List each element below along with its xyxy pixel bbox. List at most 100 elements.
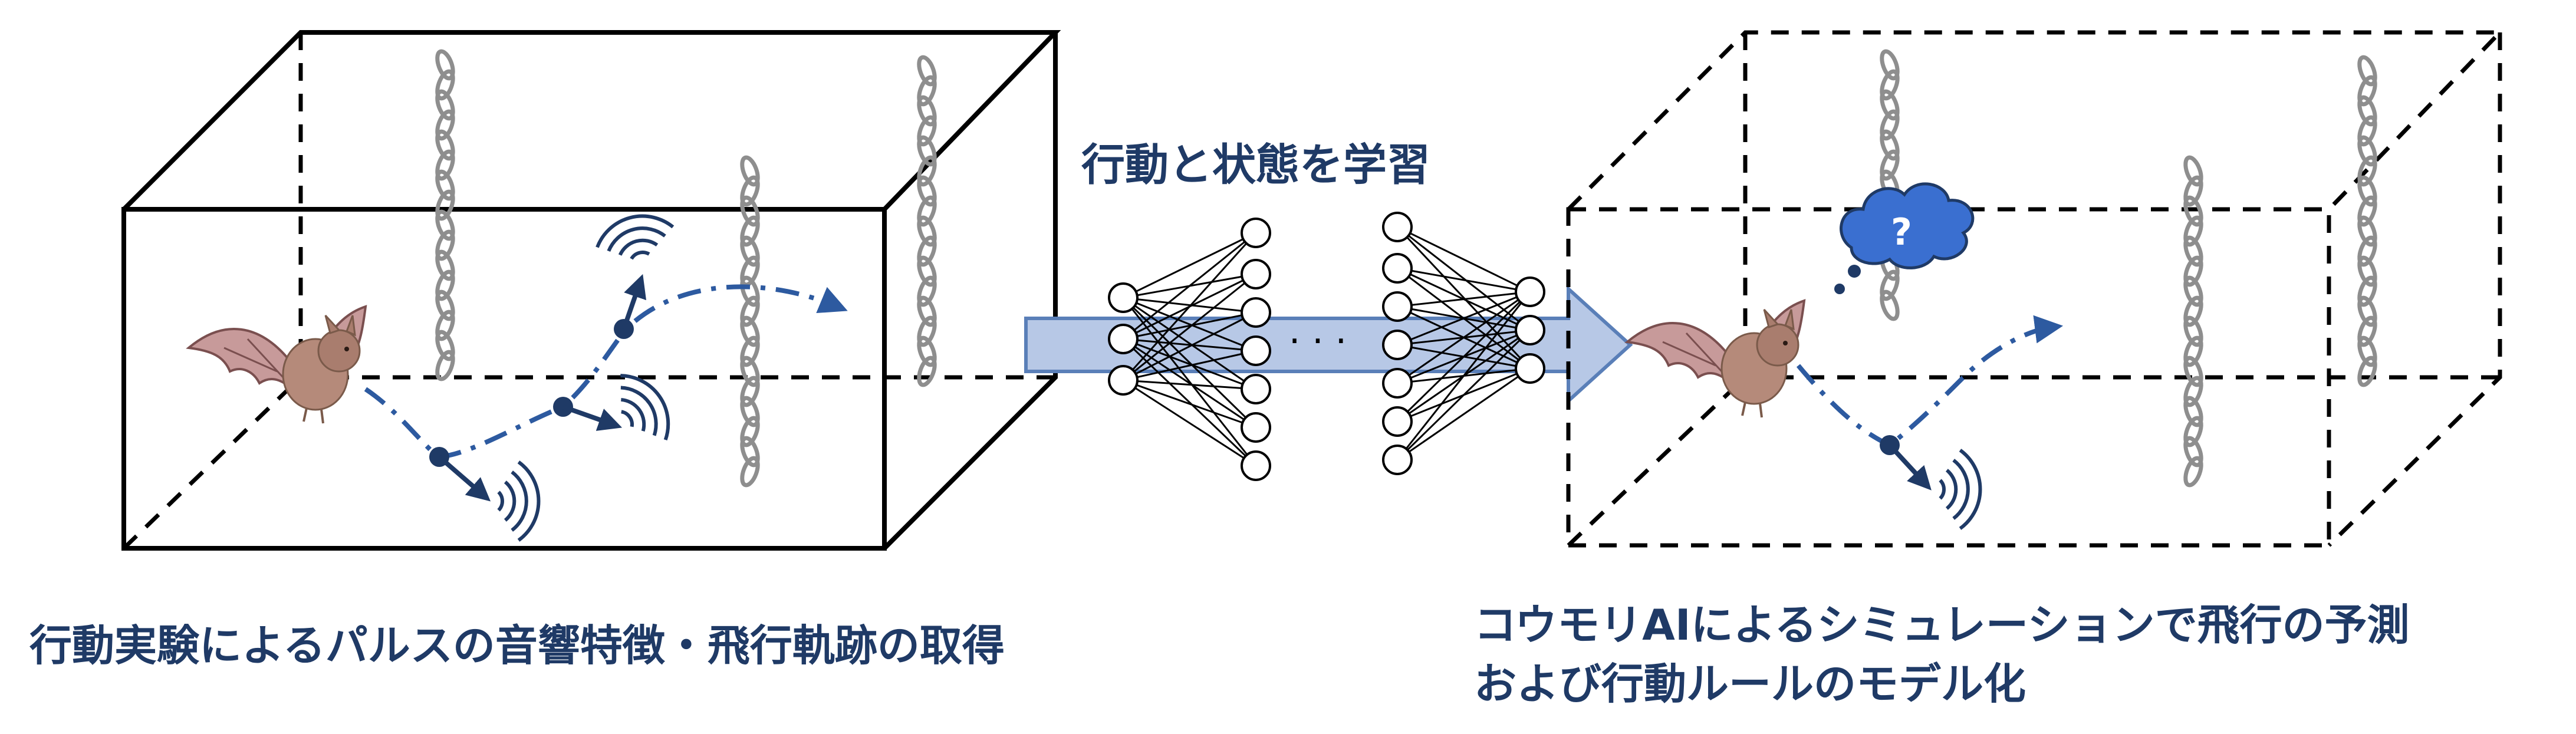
chain-link (740, 315, 760, 347)
network-node (1382, 368, 1413, 399)
network-node (1241, 259, 1271, 289)
chain-link (740, 416, 760, 447)
center-label: 行動と状態を学習 (1081, 140, 1430, 190)
chain-link (2357, 235, 2377, 267)
bat-icon (1626, 299, 1805, 419)
left-experiment-box (121, 30, 1061, 551)
network-node (1382, 330, 1413, 360)
pulse-emission-point (429, 447, 558, 541)
chain-link (2357, 75, 2377, 107)
chain-link (435, 169, 455, 201)
chain-link (917, 235, 937, 267)
bat-icon (187, 305, 367, 424)
chain-link (917, 356, 937, 387)
network-node (1515, 277, 1545, 307)
chain-link (2357, 175, 2377, 207)
chain-link (917, 335, 937, 367)
chain-link (435, 229, 455, 261)
chain-link (1880, 129, 1900, 161)
chain-link (2357, 215, 2377, 247)
network-connection (1123, 379, 1256, 390)
network-node (1108, 282, 1139, 313)
neural-network (1108, 212, 1545, 481)
chain-link (2183, 376, 2203, 407)
network-connection (1122, 232, 1257, 381)
network-node (1241, 297, 1271, 328)
chain-link (2357, 155, 2377, 187)
chain-link (917, 115, 937, 147)
chain-obstacle (740, 155, 760, 488)
chain-link (2183, 175, 2203, 207)
network-connection (1397, 267, 1531, 293)
chain-link (2357, 195, 2377, 227)
chain-link (2357, 55, 2377, 87)
network-connection (1397, 291, 1531, 346)
chain-link (740, 396, 760, 427)
chain-link (435, 249, 455, 281)
thought-cloud: ? (1834, 182, 1975, 294)
chain-link (435, 69, 455, 101)
chain-link (435, 209, 455, 241)
chain-link (917, 275, 937, 307)
chain-link (740, 335, 760, 367)
network-connection (1122, 297, 1257, 429)
network-connection (1122, 338, 1257, 467)
chain-link (2357, 356, 2377, 387)
chain-link (917, 155, 937, 187)
chain-link (740, 436, 760, 468)
network-node (1241, 450, 1271, 481)
chain-link (2183, 396, 2203, 427)
network-connection (1397, 291, 1531, 384)
chain-link (917, 195, 937, 227)
chain-link (740, 275, 760, 307)
chain-link (1880, 289, 1900, 321)
flight-trajectory (364, 284, 848, 460)
network-connection (1397, 291, 1531, 308)
network-node (1515, 353, 1545, 384)
network-connection (1396, 329, 1531, 461)
chain-obstacle (1880, 49, 1900, 321)
network-connection (1123, 297, 1256, 390)
chain-link (1880, 69, 1900, 101)
chain-link (2357, 95, 2377, 127)
network-connection (1123, 350, 1256, 381)
chain-link (1880, 49, 1900, 81)
network-connection (1397, 226, 1531, 331)
chain-link (740, 175, 760, 207)
chain-link (2183, 315, 2203, 347)
network-connection (1123, 338, 1256, 352)
chain-link (435, 330, 455, 361)
left-caption: 行動実験によるパルスの音響特徴・飛行軌跡の取得 (29, 621, 1005, 670)
chain-link (2183, 335, 2203, 367)
chain-obstacle (917, 55, 937, 387)
chain-link (2183, 275, 2203, 307)
chain-obstacle (2357, 55, 2377, 387)
network-connection (1123, 232, 1256, 299)
chain-link (2357, 255, 2377, 287)
network-connection (1123, 232, 1256, 340)
chain-link (2183, 235, 2203, 267)
chain-link (2357, 295, 2377, 327)
network-connection (1123, 379, 1256, 429)
chain-link (1880, 109, 1900, 141)
network-node (1382, 291, 1413, 322)
network-ellipsis: · · · (1289, 320, 1347, 363)
network-node (1241, 374, 1271, 404)
chain-link (917, 215, 937, 247)
question-mark: ? (1891, 210, 1912, 254)
chain-link (2183, 195, 2203, 227)
network-connection (1123, 338, 1256, 390)
network-connection (1123, 273, 1256, 381)
chain-link (917, 295, 937, 327)
network-connection (1123, 311, 1256, 381)
chain-link (2357, 115, 2377, 147)
network-node (1241, 412, 1271, 443)
network-node (1382, 212, 1413, 242)
chain-link (2183, 155, 2203, 187)
right-caption-line2: および行動ルールのモデル化 (1474, 659, 2026, 709)
network-node (1241, 335, 1271, 366)
chain-link (917, 135, 937, 167)
chain-link (2183, 215, 2203, 247)
chain-link (1880, 269, 1900, 301)
network-connection (1397, 367, 1531, 461)
